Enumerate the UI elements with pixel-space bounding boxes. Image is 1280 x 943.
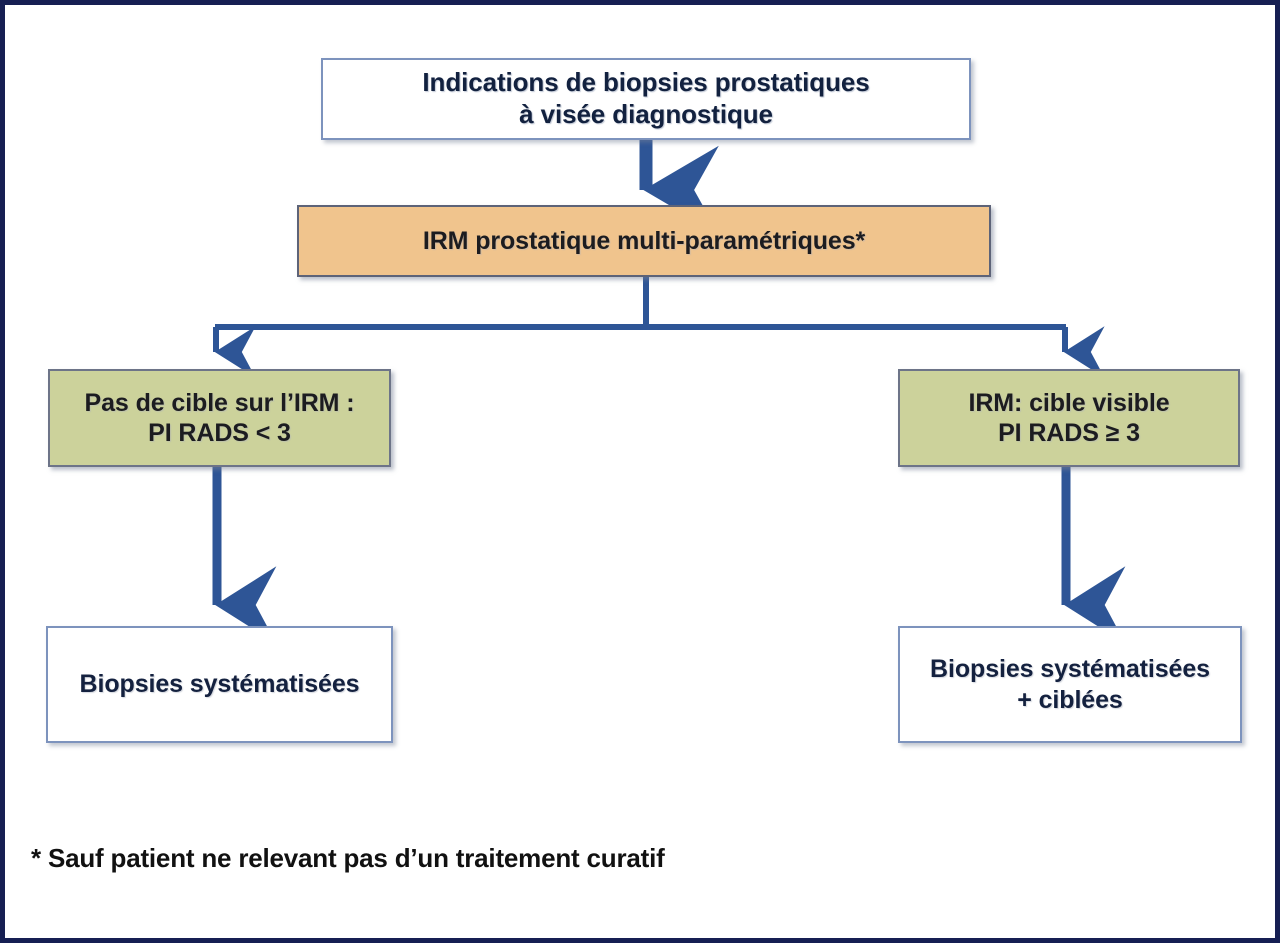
connector-layer <box>212 136 1126 644</box>
node-systematic-biopsies[interactable]: Biopsies systématisées <box>46 626 393 743</box>
node-no-target[interactable]: Pas de cible sur l’IRM : PI RADS < 3 <box>48 369 391 467</box>
node-indications-line1: Indications de biopsies prostatiques <box>422 67 870 98</box>
node-indications[interactable]: Indications de biopsies prostatiques à v… <box>321 58 971 140</box>
node-target-visible-line2: PI RADS ≥ 3 <box>998 419 1140 447</box>
node-systematic-targeted-biopsies[interactable]: Biopsies systématisées + ciblées <box>898 626 1242 743</box>
footnote: * Sauf patient ne relevant pas d’un trai… <box>31 843 665 873</box>
node-systematic-targeted-line2: + ciblées <box>1017 685 1123 714</box>
node-systematic-biopsies-label: Biopsies systématisées <box>79 670 360 699</box>
node-target-visible[interactable]: IRM: cible visible PI RADS ≥ 3 <box>898 369 1240 467</box>
node-systematic-targeted-line1: Biopsies systématisées <box>930 655 1210 683</box>
node-no-target-line2: PI RADS < 3 <box>148 419 291 447</box>
node-no-target-line1: Pas de cible sur l’IRM : <box>84 388 355 417</box>
node-indications-line2: à visée diagnostique <box>519 99 773 129</box>
edge-irm-split <box>213 275 1105 378</box>
node-irm-label: IRM prostatique multi-paramétriques* <box>422 226 866 255</box>
node-irm-multiparametric[interactable]: IRM prostatique multi-paramétriques* <box>297 205 991 277</box>
node-target-visible-line1: IRM: cible visible <box>968 388 1170 417</box>
